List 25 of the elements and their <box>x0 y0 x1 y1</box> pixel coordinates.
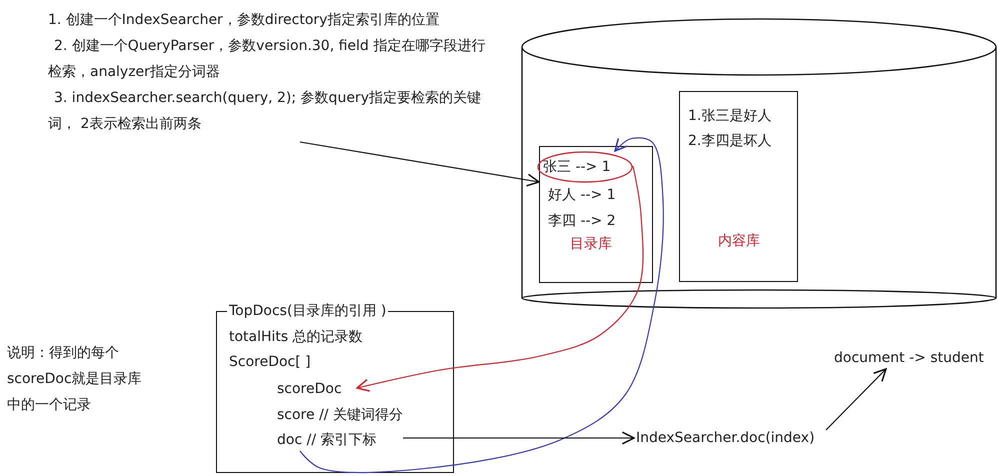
index-entry: 张三 --> 1 <box>543 158 611 177</box>
arrow <box>826 368 887 430</box>
arrow <box>300 137 664 474</box>
mapping-text: document -> student <box>834 349 984 368</box>
method-text: IndexSearcher.doc(index) <box>636 429 815 448</box>
note-text: 说明：得到的每个scoreDoc就是目录库中的一个记录 <box>7 344 143 415</box>
box-heading: TopDocs(目录库的引用 ) <box>227 301 388 321</box>
field-text: doc // 索引下标 <box>277 431 376 450</box>
box-title: 目录库 <box>570 235 612 254</box>
field-text: totalHits 总的记录数 <box>229 328 363 347</box>
index-entry: 李四 --> 2 <box>548 212 616 231</box>
field-text: scoreDoc <box>277 380 342 399</box>
index-entry: 好人 --> 1 <box>548 186 616 205</box>
store-box <box>679 91 798 282</box>
store-box <box>539 146 653 283</box>
instruction-text: 3. indexSearcher.search(query, 2); 参数query指定要检索的关键词， 2表示检索出前两条 <box>48 89 482 134</box>
field-text: ScoreDoc[ ] <box>229 353 311 372</box>
box-title: 内容库 <box>718 232 760 251</box>
arrow <box>300 141 540 187</box>
arrow <box>403 431 635 445</box>
instruction-text: 2. 创建一个QueryParser，参数version.30, field 指定在哪字段进行检索，analyzer指定分词器 <box>48 37 486 82</box>
content-entry: 2.李四是坏人 <box>688 132 772 151</box>
instruction-text: 1. 创建一个IndexSearcher，参数directory指定索引库的位置 <box>48 11 440 30</box>
content-entry: 1.张三是好人 <box>688 107 772 126</box>
field-text: score // 关键词得分 <box>277 406 403 425</box>
